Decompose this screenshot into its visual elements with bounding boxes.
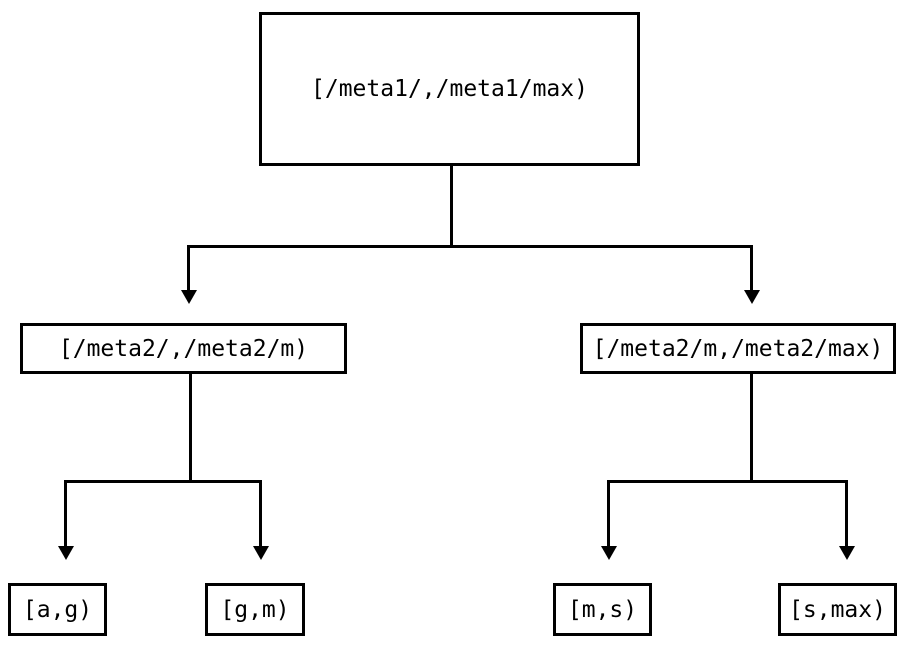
edge-root-stem bbox=[450, 166, 453, 248]
node-root[interactable]: [/meta1/,/meta1/max) bbox=[259, 12, 640, 166]
edge-mid-left-bar bbox=[64, 480, 262, 483]
arrowhead-root-to-mid-left bbox=[181, 290, 197, 304]
node-leaf-2-label: [g,m) bbox=[220, 596, 290, 623]
arrowhead-mid-right-to-leaf-3 bbox=[601, 546, 617, 560]
arrowhead-mid-right-to-leaf-4 bbox=[839, 546, 855, 560]
node-mid-right[interactable]: [/meta2/m,/meta2/max) bbox=[580, 323, 896, 374]
edge-mid-left-stem bbox=[189, 374, 192, 483]
node-leaf-2[interactable]: [g,m) bbox=[205, 583, 305, 636]
node-root-label: [/meta1/,/meta1/max) bbox=[311, 76, 588, 102]
edge-root-to-mid-right bbox=[750, 245, 753, 292]
node-leaf-4-label: [s,max) bbox=[789, 596, 886, 623]
node-mid-left[interactable]: [/meta2/,/meta2/m) bbox=[20, 323, 347, 374]
node-mid-left-label: [/meta2/,/meta2/m) bbox=[58, 335, 309, 362]
node-leaf-1-label: [a,g) bbox=[22, 596, 93, 623]
arrowhead-mid-left-to-leaf-2 bbox=[253, 546, 269, 560]
edge-mid-right-stem bbox=[750, 374, 753, 483]
edge-mid-right-bar bbox=[607, 480, 848, 483]
node-mid-right-label: [/meta2/m,/meta2/max) bbox=[592, 335, 884, 362]
edge-mid-right-to-leaf-4 bbox=[845, 480, 848, 548]
edge-mid-right-to-leaf-3 bbox=[607, 480, 610, 548]
arrowhead-mid-left-to-leaf-1 bbox=[58, 546, 74, 560]
arrowhead-root-to-mid-right bbox=[744, 290, 760, 304]
node-leaf-3[interactable]: [m,s) bbox=[553, 583, 652, 636]
edge-root-to-mid-left bbox=[187, 245, 190, 292]
edge-mid-left-to-leaf-2 bbox=[259, 480, 262, 548]
node-leaf-4[interactable]: [s,max) bbox=[778, 583, 897, 636]
edge-mid-left-to-leaf-1 bbox=[64, 480, 67, 548]
node-leaf-1[interactable]: [a,g) bbox=[8, 583, 107, 636]
node-leaf-3-label: [m,s) bbox=[567, 596, 638, 623]
edge-root-bar bbox=[187, 245, 753, 248]
